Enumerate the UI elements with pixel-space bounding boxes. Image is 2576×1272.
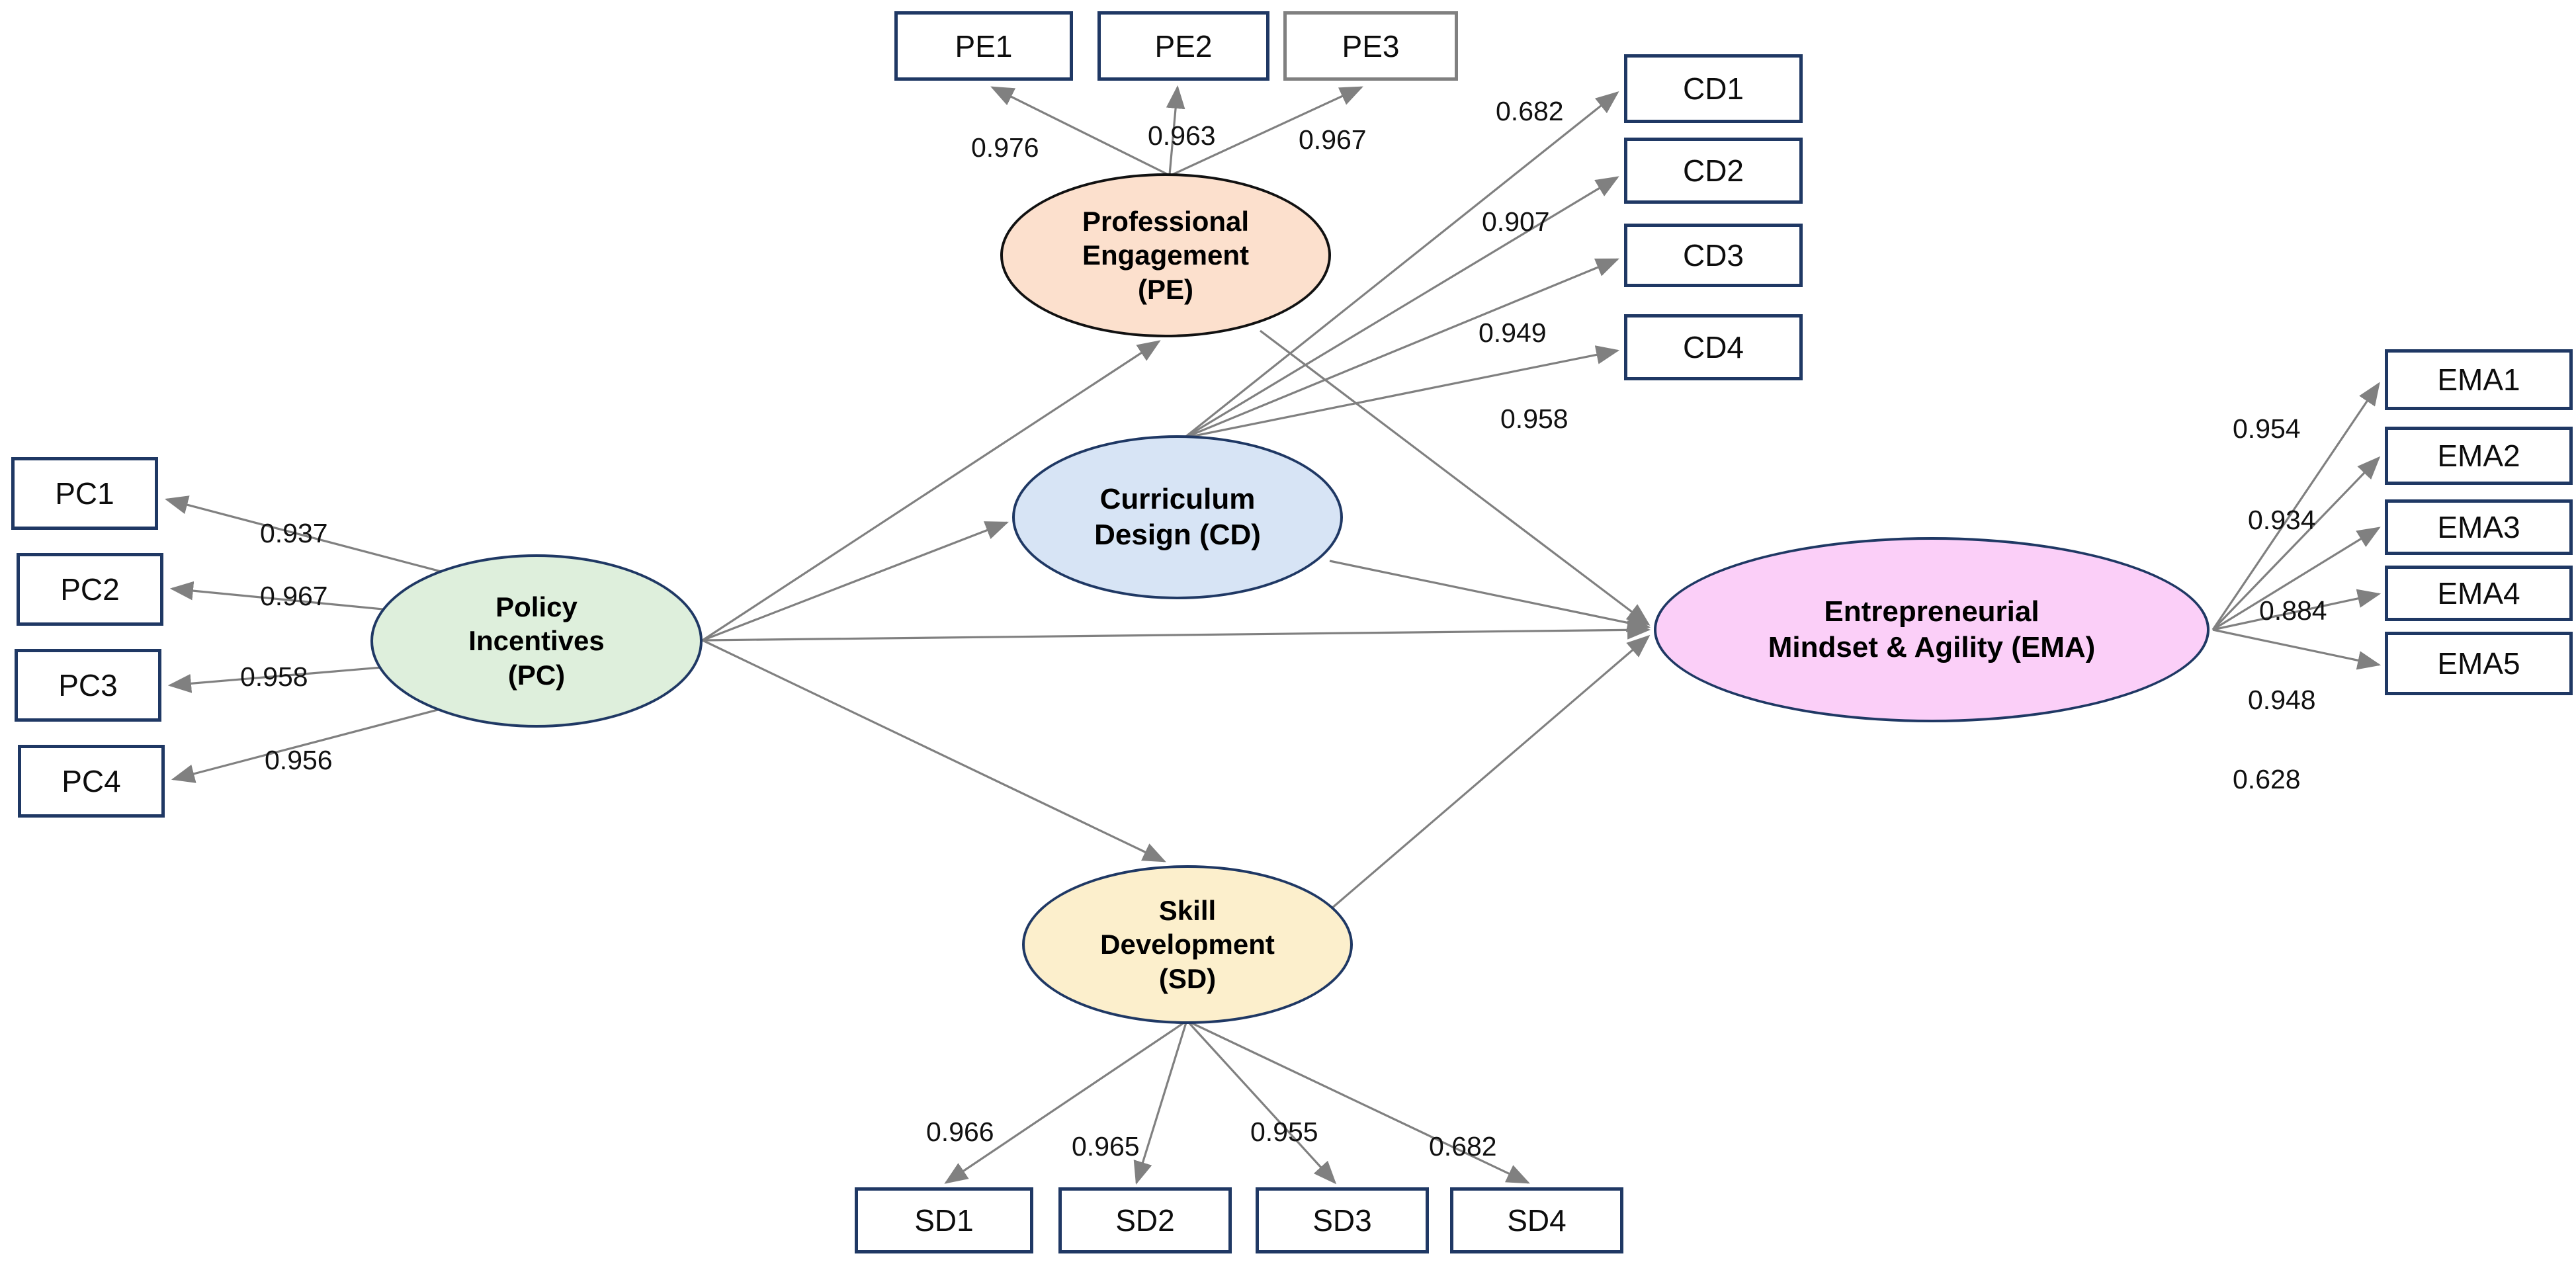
loading-cd-cd1: 0.682 bbox=[1496, 96, 1564, 126]
indicator-ema4[interactable]: EMA4 bbox=[2385, 566, 2573, 621]
construct-pc-label: Policy Incentives (PC) bbox=[468, 591, 605, 691]
loading-pe-pe3: 0.967 bbox=[1299, 124, 1367, 155]
construct-ema[interactable]: Entrepreneurial Mindset & Agility (EMA) bbox=[1654, 537, 2210, 722]
arrow-cd-cd2 bbox=[1183, 176, 1619, 439]
construct-sd[interactable]: Skill Development (SD) bbox=[1022, 865, 1353, 1024]
loading-sd-sd2: 0.965 bbox=[1072, 1131, 1140, 1162]
indicator-sd1-label: SD1 bbox=[914, 1203, 974, 1238]
loading-cd-cd4: 0.958 bbox=[1500, 403, 1568, 434]
loading-sd-sd3: 0.955 bbox=[1250, 1117, 1318, 1147]
loading-pe-pe1: 0.976 bbox=[971, 132, 1039, 163]
indicator-pc2-label: PC2 bbox=[60, 572, 120, 607]
indicator-ema4-label: EMA4 bbox=[2437, 576, 2520, 611]
construct-pe[interactable]: Professional Engagement (PE) bbox=[1000, 173, 1331, 337]
loading-pc-pc2: 0.967 bbox=[260, 581, 328, 611]
indicator-sd2-label: SD2 bbox=[1115, 1203, 1175, 1238]
loading-ema-ema4: 0.948 bbox=[2248, 685, 2316, 715]
loading-ema-ema3: 0.884 bbox=[2259, 595, 2327, 626]
construct-pe-label: Professional Engagement (PE) bbox=[1082, 206, 1250, 305]
indicator-pc3[interactable]: PC3 bbox=[15, 649, 161, 722]
construct-cd-label: Curriculum Design (CD) bbox=[1094, 483, 1261, 551]
path-cd-ema bbox=[1329, 560, 1651, 632]
loading-sd-sd4: 0.682 bbox=[1429, 1131, 1497, 1162]
construct-sd-label: Skill Development (SD) bbox=[1100, 895, 1275, 994]
path-pc-sd bbox=[702, 639, 1166, 863]
indicator-cd3[interactable]: CD3 bbox=[1624, 224, 1803, 287]
indicator-ema3-label: EMA3 bbox=[2437, 510, 2520, 544]
indicator-pc1-label: PC1 bbox=[55, 476, 114, 511]
loading-cd-cd2: 0.907 bbox=[1482, 206, 1550, 237]
arrow-ema-ema5 bbox=[2212, 628, 2382, 670]
indicator-ema5-label: EMA5 bbox=[2437, 646, 2520, 681]
indicator-pc2[interactable]: PC2 bbox=[17, 553, 163, 626]
indicator-sd4-label: SD4 bbox=[1507, 1203, 1567, 1238]
indicator-pe3-label: PE3 bbox=[1342, 28, 1400, 64]
indicator-sd3[interactable]: SD3 bbox=[1256, 1187, 1429, 1253]
indicator-cd4-label: CD4 bbox=[1682, 330, 1744, 364]
arrow-sd-sd2 bbox=[1133, 1022, 1187, 1185]
construct-cd[interactable]: Curriculum Design (CD) bbox=[1012, 435, 1343, 599]
indicator-sd2[interactable]: SD2 bbox=[1058, 1187, 1232, 1253]
path-pc-pe bbox=[702, 340, 1161, 642]
indicator-ema2[interactable]: EMA2 bbox=[2385, 427, 2573, 485]
indicator-cd1-label: CD1 bbox=[1682, 71, 1744, 106]
indicator-cd3-label: CD3 bbox=[1682, 238, 1744, 273]
arrow-ema-ema4 bbox=[2212, 589, 2382, 631]
loading-pe-pe2: 0.963 bbox=[1148, 120, 1216, 151]
loading-ema-ema5: 0.628 bbox=[2233, 764, 2301, 794]
arrow-pe-pe2 bbox=[1166, 85, 1185, 175]
arrow-pe-pe3 bbox=[1172, 86, 1363, 176]
construct-ema-label: Entrepreneurial Mindset & Agility (EMA) bbox=[1768, 595, 2096, 663]
indicator-pe2-label: PE2 bbox=[1154, 28, 1213, 64]
arrow-ema-ema3 bbox=[2212, 527, 2381, 631]
indicator-pe1-label: PE1 bbox=[955, 28, 1013, 64]
indicator-cd1[interactable]: CD1 bbox=[1624, 54, 1803, 123]
arrow-cd-cd3 bbox=[1183, 258, 1619, 439]
loading-cd-cd3: 0.949 bbox=[1479, 318, 1547, 348]
indicator-ema3[interactable]: EMA3 bbox=[2385, 499, 2573, 555]
arrow-sd-sd4 bbox=[1190, 1021, 1530, 1184]
indicator-ema1-label: EMA1 bbox=[2437, 362, 2520, 397]
arrow-pe-pe1 bbox=[990, 86, 1169, 176]
indicator-cd2-label: CD2 bbox=[1682, 153, 1744, 188]
path-pe-ema bbox=[1260, 329, 1651, 626]
indicator-ema5[interactable]: EMA5 bbox=[2385, 632, 2573, 695]
construct-pc[interactable]: Policy Incentives (PC) bbox=[370, 554, 703, 728]
arrow-ema-ema2 bbox=[2211, 456, 2381, 631]
loading-sd-sd1: 0.966 bbox=[926, 1117, 994, 1147]
indicator-sd4[interactable]: SD4 bbox=[1450, 1187, 1623, 1253]
indicator-pe2[interactable]: PE2 bbox=[1097, 11, 1269, 81]
indicator-cd2[interactable]: CD2 bbox=[1624, 138, 1803, 204]
indicator-sd1[interactable]: SD1 bbox=[855, 1187, 1033, 1253]
indicator-pc4[interactable]: PC4 bbox=[18, 745, 165, 818]
arrow-sd-sd1 bbox=[944, 1021, 1185, 1184]
arrow-cd-cd4 bbox=[1183, 345, 1620, 439]
indicator-pc4-label: PC4 bbox=[62, 764, 121, 798]
indicator-ema2-label: EMA2 bbox=[2437, 439, 2520, 473]
path-pc-cd bbox=[702, 521, 1009, 642]
path-sd-ema bbox=[1325, 634, 1651, 914]
indicator-ema1[interactable]: EMA1 bbox=[2385, 349, 2573, 410]
indicator-pc1[interactable]: PC1 bbox=[11, 457, 158, 530]
indicator-pc3-label: PC3 bbox=[58, 668, 118, 702]
loading-pc-pc3: 0.958 bbox=[240, 661, 308, 692]
loading-pc-pc4: 0.956 bbox=[265, 745, 333, 775]
loading-ema-ema2: 0.934 bbox=[2248, 505, 2316, 535]
arrow-ema-ema1 bbox=[2211, 382, 2380, 630]
indicator-sd3-label: SD3 bbox=[1312, 1203, 1372, 1238]
indicator-pe1[interactable]: PE1 bbox=[894, 11, 1073, 81]
loading-pc-pc1: 0.937 bbox=[260, 518, 328, 548]
indicator-pe3[interactable]: PE3 bbox=[1283, 11, 1458, 81]
path-pc-ema bbox=[702, 620, 1651, 642]
arrow-cd-cd1 bbox=[1183, 91, 1619, 439]
loading-ema-ema1: 0.954 bbox=[2233, 413, 2301, 444]
indicator-cd4[interactable]: CD4 bbox=[1624, 314, 1803, 380]
arrow-sd-sd3 bbox=[1187, 1021, 1337, 1185]
